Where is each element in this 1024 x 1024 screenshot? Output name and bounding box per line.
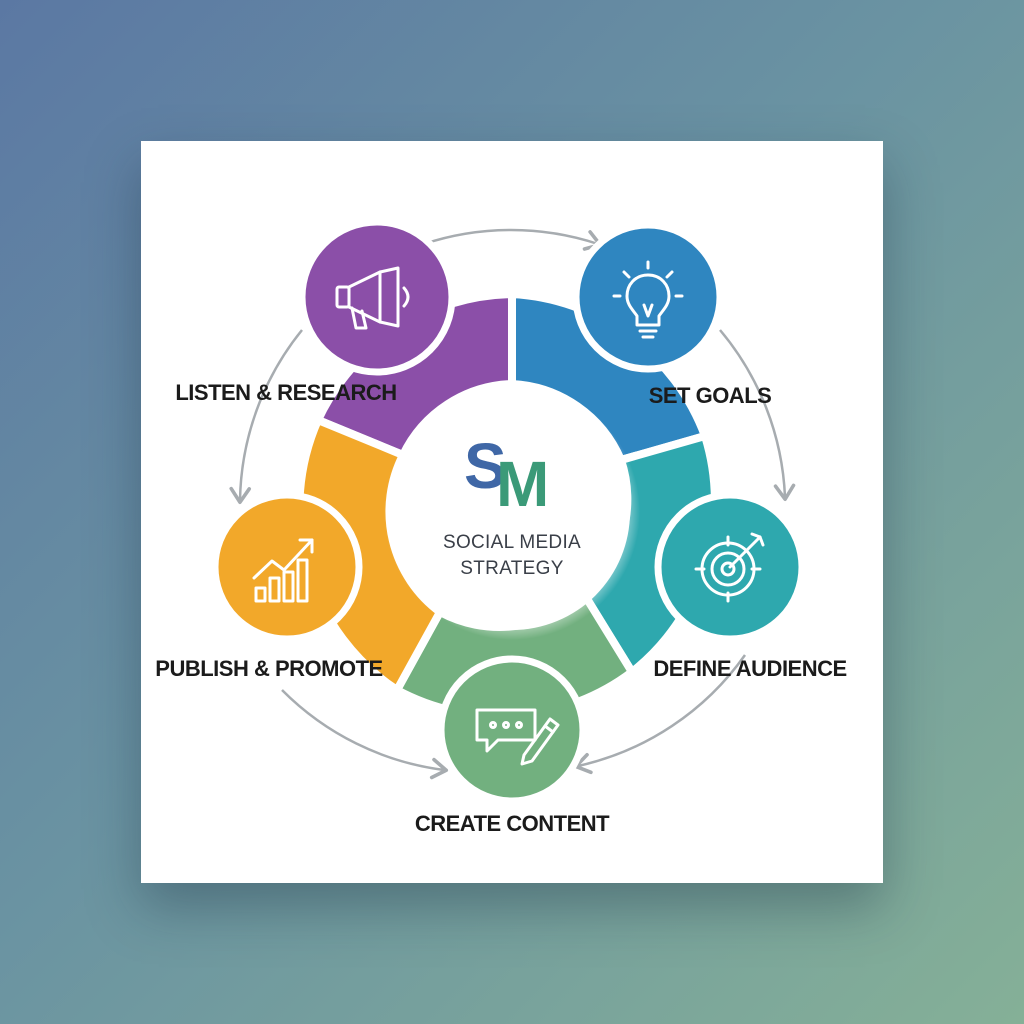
cycle-arrows: [229, 228, 796, 780]
arrow-audience-to-content: [574, 654, 747, 775]
arrow-goals-to-audience: [719, 329, 796, 502]
arrow-listen-to-goals: [423, 228, 602, 251]
step-define-audience[interactable]: [654, 491, 806, 643]
step-set-goals[interactable]: [572, 221, 724, 373]
lightbulb-icon: [612, 260, 684, 339]
megaphone-icon: [335, 266, 410, 330]
chat-pencil-icon: [475, 708, 560, 766]
label-create-content: CREATE CONTENT: [415, 811, 610, 836]
arrow-promote-to-content: [281, 689, 449, 780]
center-title-line1: SOCIAL MEDIA: [443, 532, 581, 553]
arrow-listen-to-promote: [229, 329, 303, 505]
center-title-line2: STRATEGY: [460, 558, 563, 579]
step-listen-research[interactable]: [298, 218, 456, 376]
growth-chart-icon: [252, 538, 314, 603]
logo-letter-m: M: [496, 448, 547, 520]
logo-letter-s: S: [464, 430, 505, 502]
label-listen-research: LISTEN & RESEARCH: [175, 380, 396, 405]
step-publish-promote[interactable]: [211, 491, 363, 643]
target-icon: [694, 532, 765, 603]
label-publish-promote: PUBLISH & PROMOTE: [155, 656, 382, 681]
step-create-content[interactable]: [437, 655, 587, 805]
center-logo: S M: [464, 430, 549, 520]
label-define-audience: DEFINE AUDIENCE: [653, 656, 846, 681]
label-set-goals: SET GOALS: [649, 383, 772, 408]
